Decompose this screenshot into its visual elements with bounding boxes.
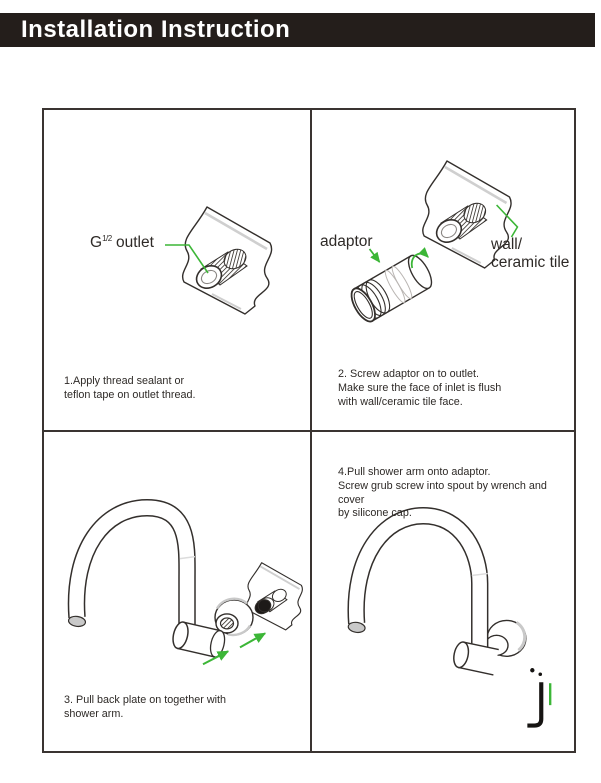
step-4-panel: 4.Pull shower arm onto adaptor. Screw gr… [312,432,574,751]
step-4-illustration [347,507,552,728]
g-half-sup: 1/2 [102,234,112,243]
outlet-label-text: outlet [111,234,154,252]
step-2-caption: 2. Screw adaptor on to outlet. Make sure… [338,368,502,408]
step-4-caption: 4.Pull shower arm onto adaptor. Screw gr… [338,466,547,520]
step-2-panel: adaptor wall/ ceramic tile 2. Screw adap… [312,110,574,430]
grub-screw-and-cap [530,668,543,677]
threaded-outlet [195,248,248,289]
leader-line-wall [496,204,519,238]
spout-tip-aerator [67,615,87,628]
wall-fragment [422,160,512,269]
leader-line-g-outlet [165,244,209,274]
g-half-outlet-label: G1/2 outlet [90,234,154,252]
step-3-panel: 3. Pull back plate on together with show… [44,432,310,751]
wall-label-line2: ceramic tile [491,253,570,271]
step-1-caption: 1.Apply thread sealant or teflon tape on… [64,375,196,401]
allen-wrench-icon [527,682,544,728]
g-label-text: G [90,234,103,252]
shower-arm [347,507,499,676]
step-1-illustration [165,206,273,315]
shower-arm [67,499,226,658]
spout-tip-aerator [347,621,366,634]
step-1-panel: G1/2 outlet 1.Apply thread sealant or te… [44,110,310,430]
wall-ceramic-tile-label: wall/ ceramic tile [491,236,569,272]
page-title: Installation Instruction [21,16,291,43]
step-3-caption: 3. Pull back plate on together with show… [64,694,227,720]
adaptor-pointer-arrow-icon [368,248,381,263]
wall-fragment [245,562,303,631]
title-bar: Installation Instruction [0,13,595,47]
direction-arrow-icon [239,632,267,649]
back-plate [214,597,254,637]
escutcheon-plate [484,619,527,657]
rotate-arrow-icon [410,247,429,269]
arm-base-cylinder [453,641,499,676]
adaptor-label: adaptor [320,233,373,250]
wall-label-line1: wall/ [491,236,523,253]
step-3-illustration [67,499,303,666]
step-2-illustration [350,160,519,323]
wall-adaptor-stub [254,588,288,615]
adaptor-cylinder [350,254,433,323]
steps-grid: G1/2 outlet 1.Apply thread sealant or te… [42,108,576,753]
arm-base-cylinder [172,621,226,658]
direction-arrow-icon [202,650,230,666]
threaded-outlet [435,202,488,243]
